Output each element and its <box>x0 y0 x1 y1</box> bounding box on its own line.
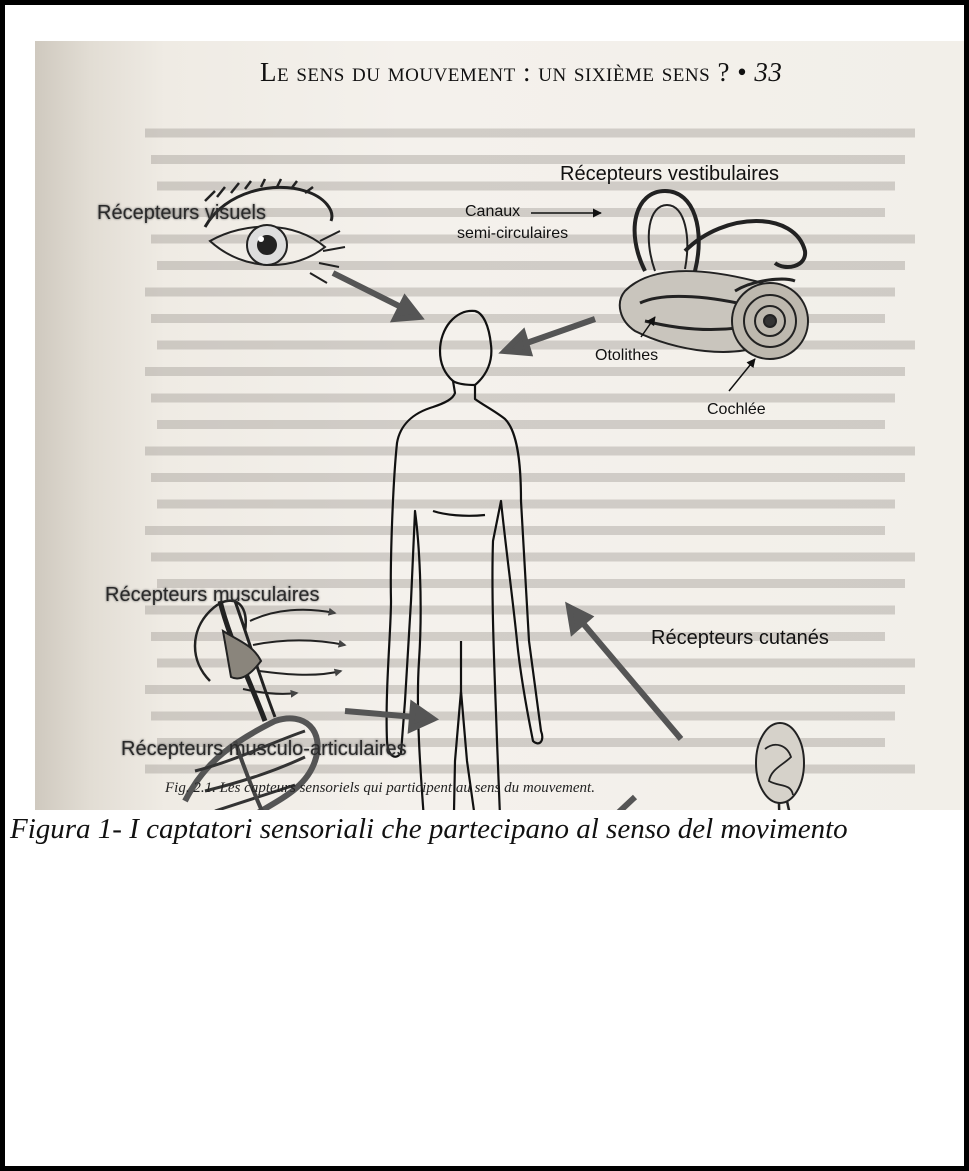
human-body-outline <box>387 311 543 810</box>
label-cutaneous-receptors: Récepteurs cutanés <box>651 627 829 650</box>
inner-ear-illustration <box>620 191 808 359</box>
eye-illustration <box>205 179 345 283</box>
figure-caption-french: Fig. 2.1. Les capteurs sensoriels qui pa… <box>165 780 595 797</box>
scanned-page: Le sens du mouvement : un sixième sens ?… <box>35 41 964 810</box>
cutaneous-receptor-illustration <box>700 723 835 810</box>
label-musculo-articular-receptors: Récepteurs musculo-articulaires <box>121 738 407 761</box>
figure-caption-italian: Figura 1- I captatori sensoriali che par… <box>10 812 950 846</box>
muscle-spindle-illustration <box>195 601 345 721</box>
label-visual-receptors: Récepteurs visuels <box>97 202 266 225</box>
label-otoliths: Otolithes <box>595 347 658 365</box>
label-muscular-receptors: Récepteurs musculaires <box>105 584 320 607</box>
label-cochlea: Cochlée <box>707 401 766 419</box>
label-vestibular-receptors: Récepteurs vestibulaires <box>560 163 779 186</box>
sensory-figure <box>35 41 964 810</box>
label-canals: Canaux <box>465 203 520 221</box>
label-semicircular: semi-circulaires <box>457 225 568 243</box>
